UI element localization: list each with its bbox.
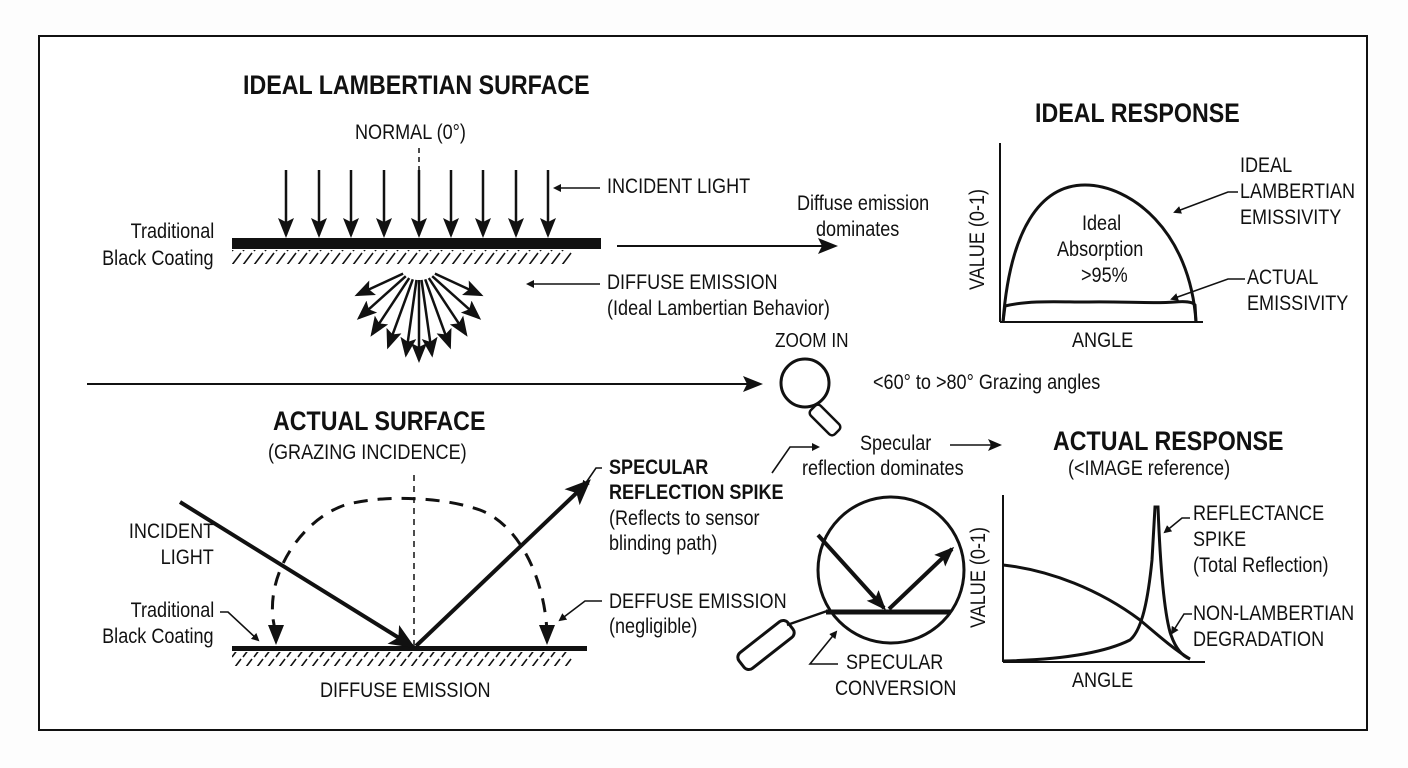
lens-circle (816, 495, 966, 645)
ideal-surface-diagram (232, 148, 838, 363)
actual-response-chart (1002, 495, 1205, 663)
lens-incident-ray (816, 533, 887, 611)
grazing-incidence-subtitle: (GRAZING INCIDENCE) (268, 441, 467, 464)
actual-emissivity-curve (1001, 300, 1198, 323)
diffuse-emission-arrow (386, 278, 414, 350)
specular-reflection-ray (414, 479, 591, 648)
zoom-in-label: ZOOM IN (775, 330, 849, 352)
incident-light-label-bottom-1: INCIDENT (128, 520, 214, 543)
reflectance-spike-curve (1002, 505, 1191, 663)
dashed-arc-right-head (539, 625, 555, 645)
black-coating-surface (232, 238, 601, 249)
surface-hatching (232, 250, 572, 264)
black-coating-surface-bottom (232, 646, 587, 651)
dashed-arc-left-head (268, 625, 284, 645)
actual-emissivity-label-2: EMISSIVITY (1247, 292, 1349, 315)
diffuse-emission-arrow (431, 275, 482, 320)
deffuse-emission-label: DEFFUSE EMISSION (609, 590, 787, 613)
reflectance-spike-label-3: (Total Reflection) (1193, 554, 1329, 577)
reflectance-spike-label-2: SPIKE (1193, 528, 1247, 551)
diffuse-dashed-arc (270, 496, 549, 634)
diffuse-emission-arrows (354, 272, 484, 363)
specular-spike-label-2: REFLECTION SPIKE (609, 481, 784, 504)
actual-x-axis-label: ANGLE (1072, 669, 1134, 692)
actual-surface-diagram (178, 439, 1002, 666)
spike-pointer (581, 467, 602, 489)
ideal-inner-label-1: Ideal (1082, 212, 1122, 235)
diffuse-emission-sublabel: (Ideal Lambertian Behavior) (607, 297, 830, 320)
lambertian-pointer (1173, 191, 1238, 214)
magnifier-icon (779, 357, 842, 437)
coating-label-top-1: Traditional (130, 220, 214, 243)
incident-light-arrows (278, 170, 556, 238)
diffuse-emission-bottom-label: DIFFUSE EMISSION (320, 679, 491, 702)
diffuse-emission-arrow (400, 279, 418, 358)
coating-label-bottom-1: Traditional (130, 599, 214, 622)
zoom-row (87, 357, 842, 437)
transition-pointer (771, 443, 820, 474)
lens-handle (736, 618, 796, 672)
specular-spike-label-4: blinding path) (609, 532, 718, 555)
ideal-y-axis-label: VALUE (0-1) (966, 188, 989, 290)
diffuse-dominates-label-2: dominates (816, 218, 900, 241)
degradation-label-pointer (1170, 613, 1192, 635)
diffuse-emission-label: DIFFUSE EMISSION (607, 271, 778, 294)
actual-emissivity-pointer (1170, 278, 1245, 301)
diffuse-emission-arrow (427, 277, 468, 337)
ideal-inner-label-2: Absorption (1057, 238, 1144, 261)
diffuse-dominates-label-1: Diffuse emission (797, 192, 930, 215)
reflectance-spike-label-1: REFLECTANCE (1193, 502, 1325, 525)
lens-reflected-ray (887, 546, 955, 611)
lambertian-curve-label-3: EMISSIVITY (1240, 206, 1342, 229)
diffuse-emission-arrow (354, 272, 404, 297)
lens-handle-neck (786, 608, 831, 627)
specular-spike-label-1: SPECULAR (609, 456, 709, 479)
grazing-angles-label: <60° to >80° Grazing angles (873, 371, 1101, 394)
ideal-response-chart (999, 143, 1245, 323)
coating-label-bottom-2: Black Coating (102, 625, 214, 648)
actual-response-title: ACTUAL RESPONSE (1053, 426, 1284, 456)
specular-dominates-label-1: Specular (860, 432, 932, 455)
specular-dominates-label-2: reflection dominates (802, 457, 964, 480)
ideal-inner-label-3: >95% (1081, 264, 1128, 287)
coating-label-top-2: Black Coating (102, 247, 214, 270)
conversion-pointer (808, 630, 838, 665)
surface-hatching-bottom (232, 652, 572, 666)
actual-surface-title: ACTUAL SURFACE (273, 406, 486, 436)
actual-response-subtitle: (<IMAGE reference) (1068, 457, 1231, 480)
non-lambertian-label-1: NON-LAMBERTIAN (1193, 602, 1355, 625)
degradation-curve (1002, 563, 1191, 661)
diffuse-emission-arrow (434, 272, 484, 297)
actual-emissivity-label-1: ACTUAL (1247, 266, 1319, 289)
specular-conversion-label-1: SPECULAR (846, 651, 944, 674)
lambertian-curve-label-1: IDEAL (1240, 154, 1293, 177)
normal-label: NORMAL (0°) (355, 121, 466, 144)
incident-ray (178, 500, 416, 649)
non-lambertian-label-2: DEGRADATION (1193, 628, 1325, 651)
actual-y-axis-label: VALUE (0-1) (967, 526, 990, 628)
coating-pointer (220, 611, 260, 642)
specular-spike-label-3: (Reflects to sensor (609, 507, 760, 530)
diffuse-emission-arrow (356, 275, 407, 320)
incident-light-label-bottom-2: LIGHT (160, 546, 214, 569)
diffuse-emission-arrow (370, 277, 411, 337)
ideal-x-axis-label: ANGLE (1072, 329, 1134, 352)
incident-light-label: INCIDENT LIGHT (607, 175, 751, 198)
ideal-response-title: IDEAL RESPONSE (1035, 98, 1240, 128)
diffuse-emission-arrow (420, 279, 438, 358)
deffuse-emission-sublabel: (negligible) (609, 615, 698, 638)
specular-conversion-label-2: CONVERSION (835, 677, 957, 700)
lambertian-curve-label-2: LAMBERTIAN (1240, 180, 1356, 203)
ideal-lambertian-curve (1001, 183, 1198, 323)
zoom-lens-detail (736, 495, 966, 672)
spike-label-pointer (1163, 517, 1190, 534)
diffuse-emission-arrow (424, 278, 452, 350)
ideal-surface-title: IDEAL LAMBERTIAN SURFACE (243, 70, 590, 100)
deffuse-pointer (558, 600, 602, 622)
